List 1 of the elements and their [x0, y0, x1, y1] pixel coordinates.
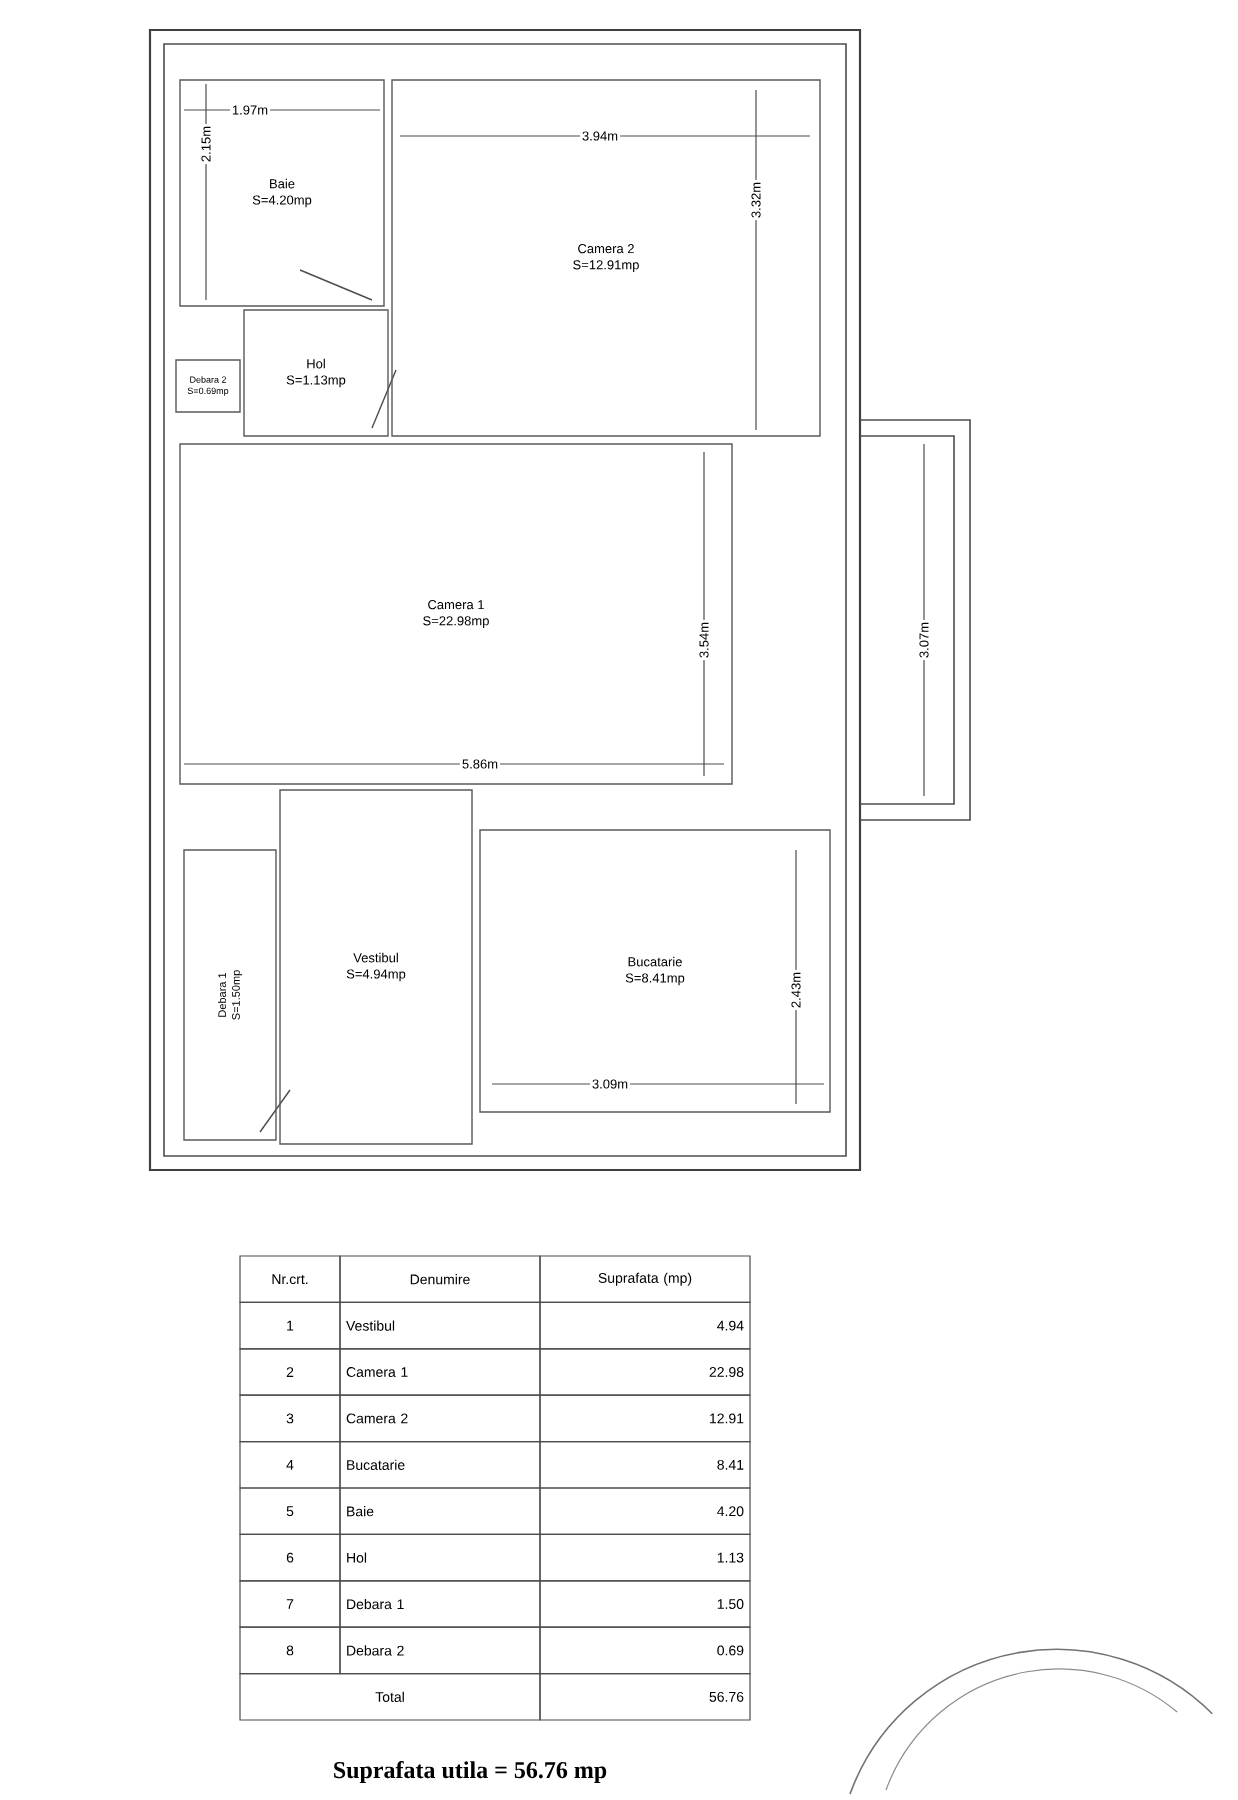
caption: Suprafata utila = 56.76 mp: [334, 1761, 607, 1784]
